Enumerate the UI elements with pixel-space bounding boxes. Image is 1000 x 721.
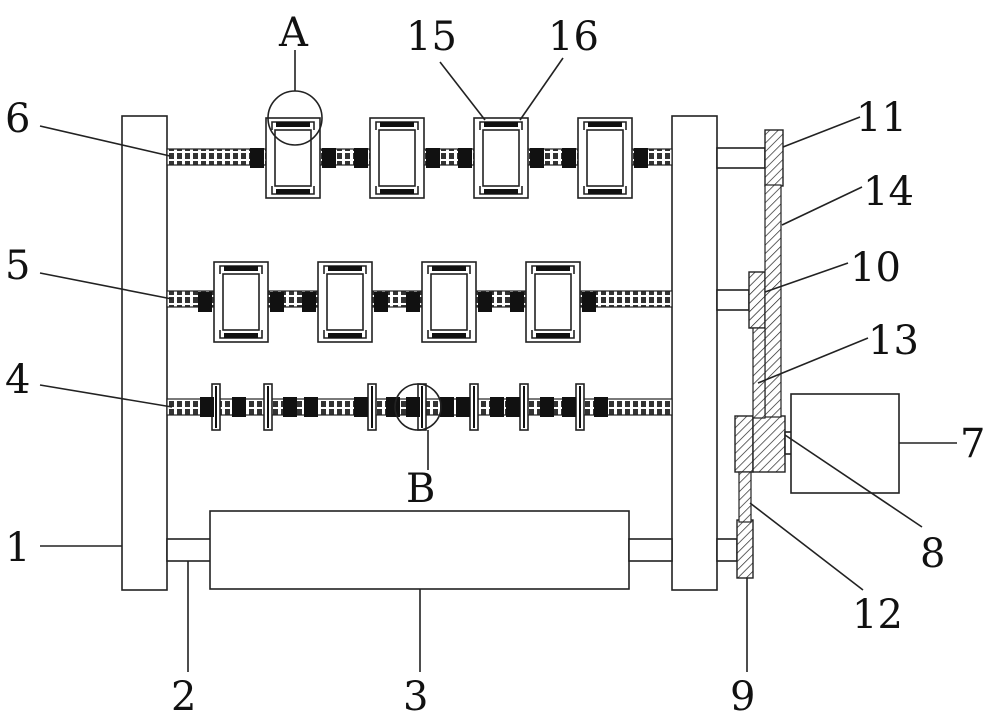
label-1: 1: [5, 525, 30, 571]
collar-row4-13: [562, 397, 576, 417]
label-14: 14: [863, 169, 914, 215]
collar-row4-8: [440, 397, 454, 417]
disc-row4-7: [575, 383, 585, 431]
holder-row6-4: [562, 117, 648, 199]
leader-lines: [39, 50, 957, 672]
sprocket-10: [748, 271, 766, 329]
shaft-6-extension: [716, 147, 766, 169]
collar-row4-1: [200, 397, 214, 417]
disc-row4-2: [263, 383, 273, 431]
detail-circle-b: [394, 383, 442, 431]
label-13: 13: [868, 318, 919, 364]
collar-row4-2: [232, 397, 246, 417]
collar-row4-9: [456, 397, 470, 417]
collar-row4-6: [386, 397, 400, 417]
label-15: 15: [406, 14, 457, 60]
holder-row5-2: [302, 261, 388, 343]
motor: [790, 393, 900, 494]
label-4: 4: [5, 357, 30, 403]
sprocket-8b: [752, 415, 786, 473]
axle-left: [166, 538, 213, 562]
disc-row4-3: [367, 383, 377, 431]
sprocket-9: [736, 519, 754, 579]
label-7: 7: [960, 421, 985, 467]
disc-row4-6: [519, 383, 529, 431]
label-9: 9: [730, 674, 755, 720]
left-frame-plate: [121, 115, 168, 591]
holder-row5-4: [510, 261, 596, 343]
roller: [209, 510, 630, 590]
shaft-5-extension: [716, 289, 750, 311]
label-detail-b: B: [406, 466, 435, 512]
label-5: 5: [5, 243, 30, 289]
row-5-holders: [198, 261, 596, 343]
sprocket-11: [764, 129, 784, 187]
axle-right: [628, 538, 673, 562]
collar-row4-5: [354, 397, 368, 417]
right-frame-plate: [671, 115, 718, 591]
holder-row6-3: [458, 117, 544, 199]
label-8: 8: [920, 531, 945, 577]
collar-row4-4: [304, 397, 318, 417]
holder-row6-2: [354, 117, 440, 199]
row-4-discs: [200, 383, 608, 431]
collar-row4-11: [506, 397, 520, 417]
row-6-holders: [250, 117, 648, 199]
label-11: 11: [856, 95, 907, 141]
label-12: 12: [852, 592, 903, 638]
label-2: 2: [171, 674, 196, 720]
label-3: 3: [403, 674, 428, 720]
chain-13: [752, 327, 766, 419]
chain-12: [738, 471, 752, 523]
collar-row4-3: [283, 397, 297, 417]
disc-row4-5: [469, 383, 479, 431]
label-6: 6: [5, 96, 30, 142]
holder-row5-3: [406, 261, 492, 343]
sprocket-8a: [734, 415, 754, 473]
label-10: 10: [850, 245, 901, 291]
label-detail-a: A: [278, 10, 309, 56]
holder-row6-1: [250, 117, 336, 199]
collar-row4-14: [594, 397, 608, 417]
collar-row4-10: [490, 397, 504, 417]
collar-row4-7: [406, 397, 420, 417]
label-16: 16: [548, 14, 599, 60]
axle-extension: [716, 538, 738, 562]
collar-row4-12: [540, 397, 554, 417]
chain-14: [764, 184, 782, 418]
holder-row5-1: [198, 261, 284, 343]
